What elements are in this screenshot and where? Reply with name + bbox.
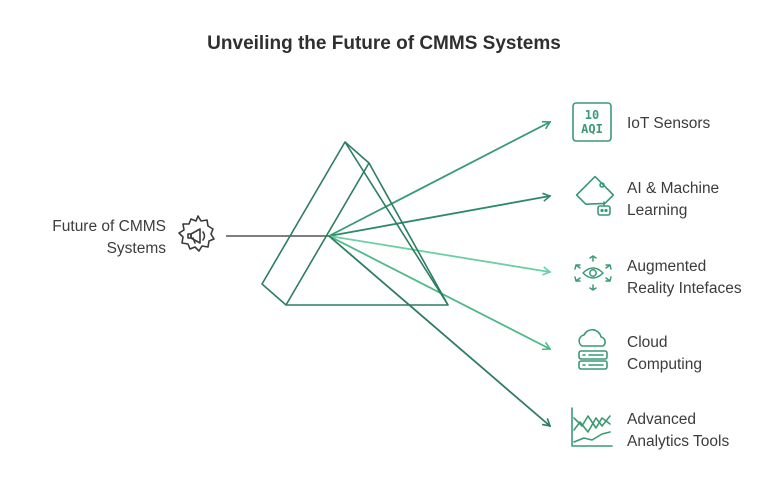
source-label: Future of CMMS Systems [0, 216, 166, 260]
item-label-line1: Advanced [627, 411, 696, 428]
item-advanced-analytics: Advanced Analytics Tools [627, 409, 729, 453]
cloud-server-icon [578, 329, 608, 370]
analytics-chart-icon [571, 407, 613, 447]
item-label-line2: Analytics Tools [627, 433, 730, 450]
ar-eye-icon [574, 255, 612, 291]
aqi-icon-bottom-text: AQI [581, 122, 603, 136]
item-label-line1: AI & Machine [627, 180, 720, 197]
aqi-icon-top-text: 10 [585, 108, 599, 122]
item-label-line1: IoT Sensors [627, 115, 711, 132]
source-label-line2: Systems [106, 240, 166, 257]
item-label-line1: Cloud [627, 334, 668, 351]
megaphone-gear-icon [178, 215, 215, 252]
item-ai-machine-learning: AI & Machine Learning [627, 178, 719, 222]
source-label-line1: Future of CMMS [52, 218, 166, 235]
prism [261, 141, 449, 306]
item-augmented-reality: Augmented Reality Intefaces [627, 256, 742, 300]
item-label-line2: Reality Intefaces [627, 280, 742, 297]
aqi-sensor-icon: 10 AQI [572, 102, 612, 142]
item-cloud-computing: Cloud Computing [627, 332, 702, 376]
ray-advanced-analytics [328, 235, 552, 428]
ray-augmented-reality [328, 235, 552, 276]
ray-iot-sensors [328, 120, 552, 237]
robot-tag-icon [575, 175, 615, 216]
item-label-line2: Computing [627, 356, 702, 373]
item-iot-sensors: IoT Sensors [627, 113, 710, 135]
item-label-line1: Augmented [627, 258, 707, 275]
item-label-line2: Learning [627, 202, 688, 219]
diagram-title: Unveiling the Future of CMMS Systems [207, 33, 561, 54]
ray-ai-machine-learning [328, 192, 552, 237]
